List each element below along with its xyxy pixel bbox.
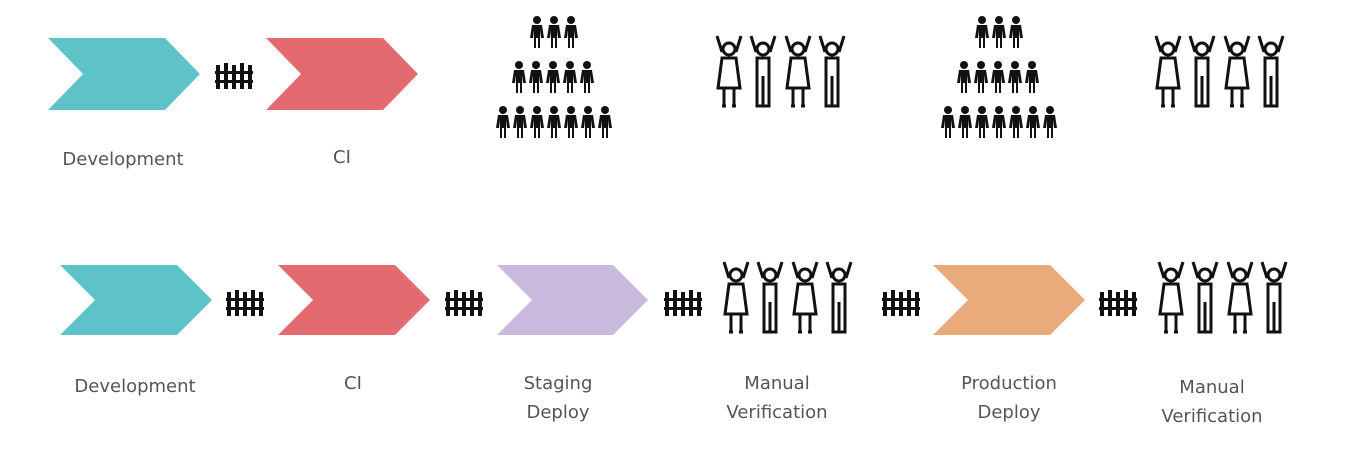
stage-label-line: Verification (726, 402, 828, 423)
ci-chevron (266, 38, 418, 110)
fence-icon (445, 290, 483, 316)
stage-label-manual-verification: Manual Verification (726, 369, 827, 427)
fence-icon (226, 290, 264, 316)
stage-label-development: Development (74, 376, 196, 397)
crowd-pyramid-icon (496, 16, 612, 138)
stage-label-line: Deploy (977, 402, 1041, 423)
stage-label-line: Deploy (526, 402, 590, 423)
staging-deploy-chevron (497, 265, 648, 335)
ci-chevron (278, 265, 430, 335)
stage-label-ci: CI (333, 147, 351, 168)
people-cheering-icon (1157, 260, 1288, 334)
stage-label-line: Manual (1179, 377, 1245, 398)
fence-icon (664, 290, 702, 316)
stage-label-development: Development (62, 149, 184, 170)
development-chevron (60, 265, 212, 335)
stage-label-manual-verification: Manual Verification (1161, 373, 1262, 431)
fence-icon (882, 290, 920, 316)
stage-label-ci: CI (344, 373, 362, 394)
people-cheering-icon (715, 34, 846, 108)
stage-label-line: Manual (744, 373, 810, 394)
people-cheering-icon (722, 260, 853, 334)
fence-icon (1099, 290, 1137, 316)
stage-label-line: Verification (1161, 406, 1263, 427)
people-cheering-icon (1154, 34, 1285, 108)
fence-icon (215, 63, 253, 89)
stage-label-production-deploy: Production Deploy (961, 369, 1057, 427)
stage-label-staging-deploy: Staging Deploy (524, 369, 593, 427)
production-deploy-chevron (933, 265, 1085, 335)
stage-label-line: Staging (523, 373, 593, 394)
crowd-pyramid-icon (941, 16, 1057, 138)
stage-label-line: Production (961, 373, 1057, 394)
development-chevron (48, 38, 200, 110)
